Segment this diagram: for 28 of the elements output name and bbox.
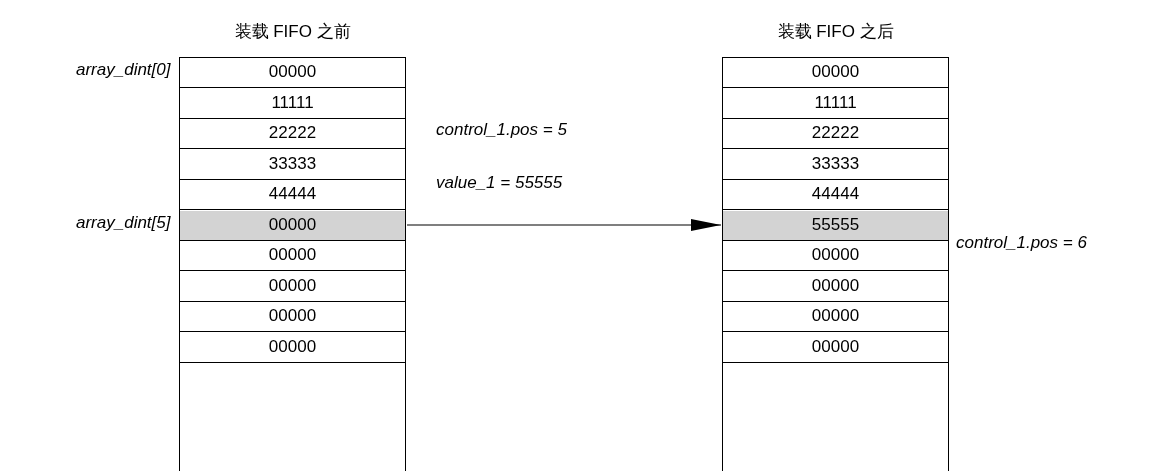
arrow [406,219,722,231]
memory-cell: 00000 [180,302,405,332]
memory-cell: 00000 [723,58,948,88]
memory-cell: 00000 [180,332,405,363]
index-label: array_dint[0] [76,60,171,80]
memory-cell: 55555 [723,210,948,241]
memory-cell: 00000 [723,241,948,271]
array-heading: 装载 FIFO 之前 [234,21,351,43]
memory-cell: 00000 [180,210,405,241]
index-label: array_dint[5] [76,212,171,233]
memory-cell: 22222 [180,119,405,149]
array-heading: 装载 FIFO 之后 [777,21,894,43]
memory-cell: 00000 [723,302,948,332]
memory-cell: 44444 [723,180,948,210]
memory-cell: 00000 [180,241,405,271]
memory-cell: 33333 [180,149,405,180]
memory-cell: 11111 [180,88,405,119]
variable-label: value_1 = 55555 [436,173,563,193]
memory-cell: 00000 [180,58,405,88]
memory-cell: 44444 [180,180,405,210]
memory-cell: 00000 [723,271,948,302]
variable-label: control_1.pos = 5 [436,120,567,140]
memory-cell: 00000 [180,271,405,302]
memory-cell: 33333 [723,149,948,180]
memory-cell: 11111 [723,88,948,119]
index-label: control_1.pos = 6 [956,233,1087,253]
memory-cell: 00000 [723,332,948,363]
memory-cell: 22222 [723,119,948,149]
